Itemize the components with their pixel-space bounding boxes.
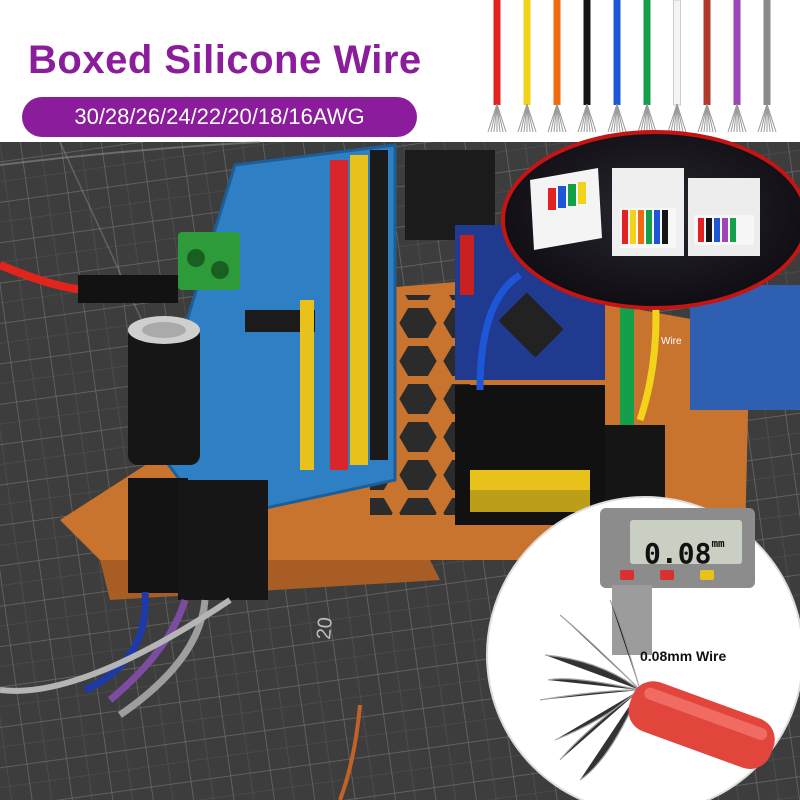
caliper-display: [630, 520, 742, 564]
caliper-inset: [486, 496, 800, 800]
wire-sample-2: [517, 0, 537, 133]
wire-box-2: [612, 168, 684, 256]
female-header-block: [455, 385, 605, 525]
wire-sample-6: [637, 0, 657, 133]
wire-box-3: [688, 178, 760, 256]
silicone-wire: [628, 681, 775, 769]
mat-number: 20: [313, 616, 337, 640]
caliper-reading: 0.08mm: [644, 537, 725, 570]
wire-strands: [539, 599, 641, 781]
pin-headers: [300, 150, 388, 470]
strand-size-label: 0.08mm Wire: [640, 648, 727, 664]
wire-sample-4: [577, 0, 597, 133]
terminal-block: [178, 232, 240, 290]
dupont-connector: [78, 275, 178, 303]
gauge-range-badge: 30/28/26/24/22/20/18/16AWG: [22, 97, 417, 137]
caliper-reading-value: 0.08: [644, 537, 712, 570]
wire-box-1: [530, 168, 602, 250]
wire-sample-5: [607, 0, 627, 133]
capacitor: [128, 316, 200, 465]
zero-button: [700, 570, 714, 580]
chip: [245, 310, 315, 332]
green-wire: [620, 300, 634, 430]
wire-label: Wire: [661, 336, 682, 347]
wire-sample-8: [697, 0, 717, 133]
orange-wire-strand: [338, 704, 362, 800]
off-button: [620, 570, 634, 580]
wire-sample-7: [667, 0, 687, 133]
sensor-module: [690, 285, 800, 410]
wire-sample-3: [547, 0, 567, 133]
jumper-cables: [0, 478, 268, 718]
wire-sample-10: [757, 0, 777, 133]
wire-sample-1: [487, 0, 507, 133]
wire-fan: [487, 0, 777, 133]
box-inset: [501, 130, 800, 310]
wire-sample-9: [727, 0, 747, 133]
on-button: [660, 570, 674, 580]
blue-wire: [476, 272, 522, 391]
headline-title: Boxed Silicone Wire: [28, 38, 422, 82]
caliper-reading-unit: mm: [711, 537, 725, 550]
